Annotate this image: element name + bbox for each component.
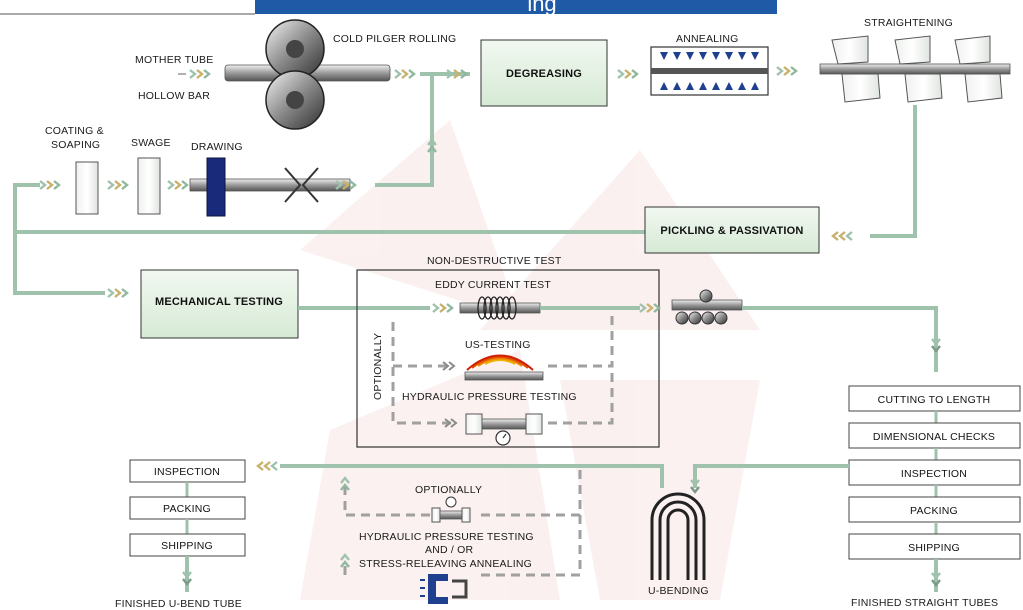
chevron-right-icon [616,68,639,80]
pressure-gauge-icon [465,413,543,446]
dashed-optional-out [343,485,430,517]
coating-soaping-label-2: SOAPING [51,139,100,151]
chevron-right-icon [166,179,189,191]
chevron-left-icon [831,230,854,242]
and-or-label: AND / OR [425,544,473,556]
finished-ubend-label: FINISHED U-BEND TUBE [115,598,242,610]
hollow-bar-label: HOLLOW BAR [138,90,210,102]
us-testing-label: US-TESTING [465,339,531,351]
chevron-right-icon [431,302,454,314]
dashed-return-path-2 [548,366,614,425]
straightening-rollers-icon [819,35,1011,103]
chevron-right-icon [106,287,129,299]
right-step-label: CUTTING TO LENGTH [878,394,991,406]
eddy-current-label: EDDY CURRENT TEST [435,279,551,291]
right-step-box [848,385,1021,412]
eddy-coil-icon [459,296,541,320]
chevron-right-icon [775,65,798,77]
flow-left-down [13,232,105,295]
mechanical-testing-label: MECHANICAL TESTING [155,296,283,308]
u-bending-label: U-BENDING [648,585,709,597]
swage-label: SWAGE [131,137,171,149]
title-text: ing [527,0,556,16]
degreasing-box [480,39,608,107]
chevron-right-icon [106,179,129,191]
ndt-title: NON-DESTRUCTIVE TEST [427,255,562,267]
left-step-label: PACKING [163,503,211,515]
coating-soaping-label-1: COATING & [45,125,104,137]
right-step-box [848,533,1021,560]
cold-pilger-label: COLD PILGER ROLLING [333,33,456,45]
flow-ubend-to-inspection [280,464,664,488]
flow-inspection-to-ubend [693,464,849,488]
flow-straightening-down [870,105,917,238]
degreasing-label: DEGREASING [506,68,582,80]
left-step-label: INSPECTION [154,466,220,478]
chevron-right-icon [38,179,61,191]
pickling-box [644,206,820,254]
ultrasonic-wave-icon [464,354,544,381]
flow-to-cutting [742,306,938,372]
chevron-left-icon [256,460,279,472]
left-step-label: SHIPPING [161,540,213,552]
optionally-vertical-label: OPTIONALLY [372,333,384,400]
mother-tube-label: MOTHER TUBE [135,54,213,66]
right-step-label: PACKING [910,505,958,517]
ndt-box [356,269,660,448]
u-bend-tube-icon [650,492,706,580]
coating-block [75,161,99,215]
hydraulic-optional-label: HYDRAULIC PRESSURE TESTING [359,531,534,543]
watermark-logo [300,120,760,600]
pickling-label: PICKLING & PASSIVATION [660,225,803,237]
roller-conveyor-icon [671,289,743,325]
dashed-optional-path [391,322,455,425]
finished-straight-label: FINISHED STRAIGHT TUBES [851,597,998,609]
annealing-furnace-icon [650,46,769,96]
flow-left-loop [13,183,650,234]
pressure-tester-icon [431,496,471,523]
swage-block [137,157,161,215]
right-step-label: INSPECTION [901,468,967,480]
straightening-label: STRAIGHTENING [864,17,953,29]
optionally-label: OPTIONALLY [415,484,482,496]
annealing-label: ANNEALING [676,33,738,45]
right-step-label: SHIPPING [908,542,960,554]
annealing-clamp-icon [420,574,468,604]
stress-annealing-label: STRESS-RELEAVING ANNEALING [359,558,532,570]
drawing-label: DRAWING [191,141,243,153]
left-steps-column: INSPECTION PACKING SHIPPING [129,459,246,557]
title-banner [255,0,777,14]
right-step-box [848,459,1021,486]
right-step-box [848,496,1021,523]
input-arrow [178,68,211,80]
right-step-label: DIMENSIONAL CHECKS [873,431,995,443]
drawing-die-icon [189,157,351,217]
hydraulic-ndt-label: HYDRAULIC PRESSURE TESTING [402,391,577,403]
flow-drawing-up [375,74,434,187]
right-steps-column: CUTTING TO LENGTH DIMENSIONAL CHECKS INS… [848,385,1021,560]
dashed-optional-loop-2 [475,515,582,577]
chevron-right-icon [393,68,416,80]
pilger-rollers-icon [265,19,325,130]
mechanical-testing-box [140,269,299,339]
